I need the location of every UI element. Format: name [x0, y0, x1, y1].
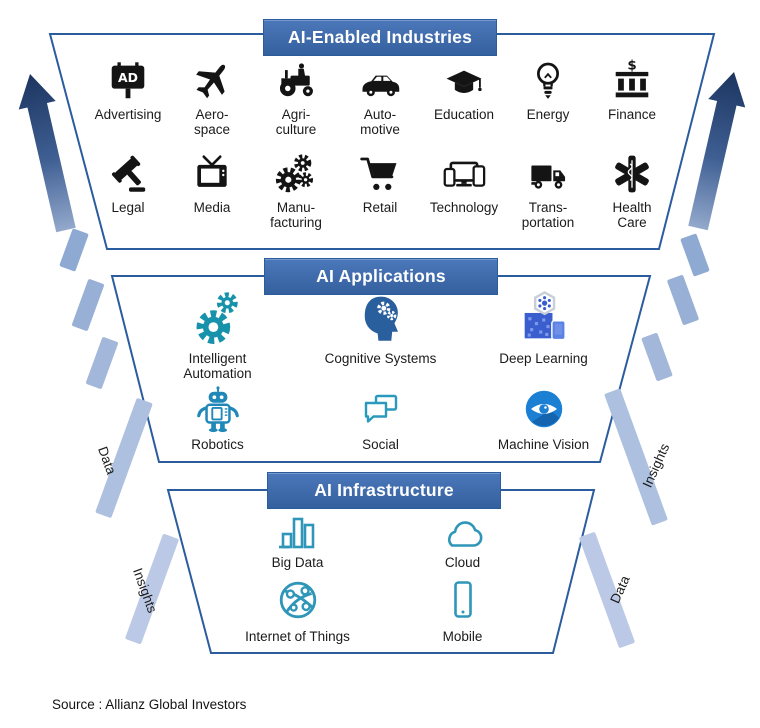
- truck-icon: [524, 149, 572, 197]
- svg-text:$: $: [627, 59, 636, 74]
- app-deep-learning: Deep Learning: [462, 290, 625, 382]
- light-bulb-icon: [526, 56, 570, 104]
- infrastructure-row-1: Big Data Cloud: [215, 506, 545, 570]
- industry-healthcare: Health Care: [590, 149, 674, 231]
- bar-chart-icon: [274, 506, 322, 552]
- billboard-ad-icon: AD: [105, 56, 151, 104]
- smartphone-icon: [439, 574, 487, 626]
- industry-label: Health Care: [612, 200, 652, 231]
- infra-iot: Internet of Things: [215, 574, 380, 644]
- cloud-icon: [437, 506, 489, 552]
- applications-row-2: Robotics Social: [136, 386, 625, 452]
- band-header-applications: AI Applications: [264, 258, 498, 295]
- eye-circle-icon: [519, 386, 569, 434]
- industry-label: Agri- culture: [275, 107, 317, 138]
- industry-label: Retail: [362, 200, 398, 215]
- infra-mobile: Mobile: [380, 574, 545, 644]
- industry-energy: Energy: [506, 56, 590, 138]
- car-icon: [356, 56, 404, 104]
- infrastructure-label: Cloud: [444, 555, 481, 570]
- industry-label: Legal: [111, 200, 145, 215]
- industry-label: Finance: [607, 107, 657, 122]
- application-label: Deep Learning: [499, 351, 588, 366]
- industry-technology: Technology: [422, 149, 506, 231]
- hexagon-network-icon: [515, 290, 573, 348]
- industry-label: Auto- motive: [360, 107, 400, 138]
- infra-big-data: Big Data: [215, 506, 380, 570]
- infrastructure-row-2: Internet of Things Mobile: [215, 574, 545, 644]
- application-label: Intelligent Automation: [183, 351, 252, 382]
- application-label: Social: [362, 437, 399, 452]
- svg-text:AD: AD: [118, 70, 138, 85]
- industry-label: Advertising: [94, 107, 162, 122]
- industry-finance: $ Finance: [590, 56, 674, 138]
- band-header-industries: AI-Enabled Industries: [263, 19, 497, 56]
- bank-dollar-icon: $: [609, 56, 655, 104]
- application-label: Cognitive Systems: [324, 351, 437, 366]
- app-cognitive-systems: Cognitive Systems: [299, 290, 462, 382]
- applications-row-1: Intelligent Automation Cognitive Systems: [136, 290, 625, 382]
- right-up-arrow: [579, 72, 746, 648]
- chat-bubbles-icon: [357, 386, 405, 434]
- app-robotics: Robotics: [136, 386, 299, 452]
- teal-gears-icon: [190, 290, 246, 348]
- industry-transportation: Trans- portation: [506, 149, 590, 231]
- industry-label: Education: [433, 107, 495, 122]
- industry-retail: Retail: [338, 149, 422, 231]
- star-of-life-icon: [610, 149, 654, 197]
- industry-automotive: Auto- motive: [338, 56, 422, 138]
- devices-icon: [439, 149, 489, 197]
- industry-label: Technology: [429, 200, 499, 215]
- graduation-cap-icon: [440, 56, 488, 104]
- app-machine-vision: Machine Vision: [462, 386, 625, 452]
- band-header-infrastructure: AI Infrastructure: [267, 472, 501, 509]
- infrastructure-label: Big Data: [271, 555, 324, 570]
- tv-icon: [189, 149, 235, 197]
- shopping-cart-icon: [357, 149, 403, 197]
- industry-legal: Legal: [86, 149, 170, 231]
- infrastructure-label: Mobile: [442, 629, 483, 644]
- gears-icon: [273, 149, 319, 197]
- industry-label: Aero- space: [193, 107, 231, 138]
- industry-label: Energy: [526, 107, 570, 122]
- industry-label: Trans- portation: [521, 200, 575, 231]
- left-up-arrow: [18, 74, 179, 644]
- industry-education: Education: [422, 56, 506, 138]
- industry-advertising: AD Advertising: [86, 56, 170, 138]
- infra-cloud: Cloud: [380, 506, 545, 570]
- airplane-icon: [189, 56, 235, 104]
- connected-globe-icon: [272, 574, 324, 626]
- robot-icon: [193, 386, 243, 434]
- application-label: Machine Vision: [497, 437, 590, 452]
- industries-row-1: AD Advertising Aero- space: [86, 56, 674, 138]
- gavel-icon: [105, 149, 151, 197]
- head-with-gears-icon: [354, 290, 408, 348]
- industry-aerospace: Aero- space: [170, 56, 254, 138]
- industry-agriculture: Agri- culture: [254, 56, 338, 138]
- app-social: Social: [299, 386, 462, 452]
- industry-manufacturing: Manu- facturing: [254, 149, 338, 231]
- source-caption: Source : Allianz Global Investors: [52, 697, 247, 712]
- application-label: Robotics: [191, 437, 244, 452]
- industry-label: Media: [193, 200, 231, 215]
- infrastructure-label: Internet of Things: [245, 629, 350, 644]
- industry-media: Media: [170, 149, 254, 231]
- industries-row-2: Legal Media: [86, 149, 674, 231]
- tractor-icon: [272, 56, 320, 104]
- app-intelligent-automation: Intelligent Automation: [136, 290, 299, 382]
- industry-label: Manu- facturing: [270, 200, 322, 231]
